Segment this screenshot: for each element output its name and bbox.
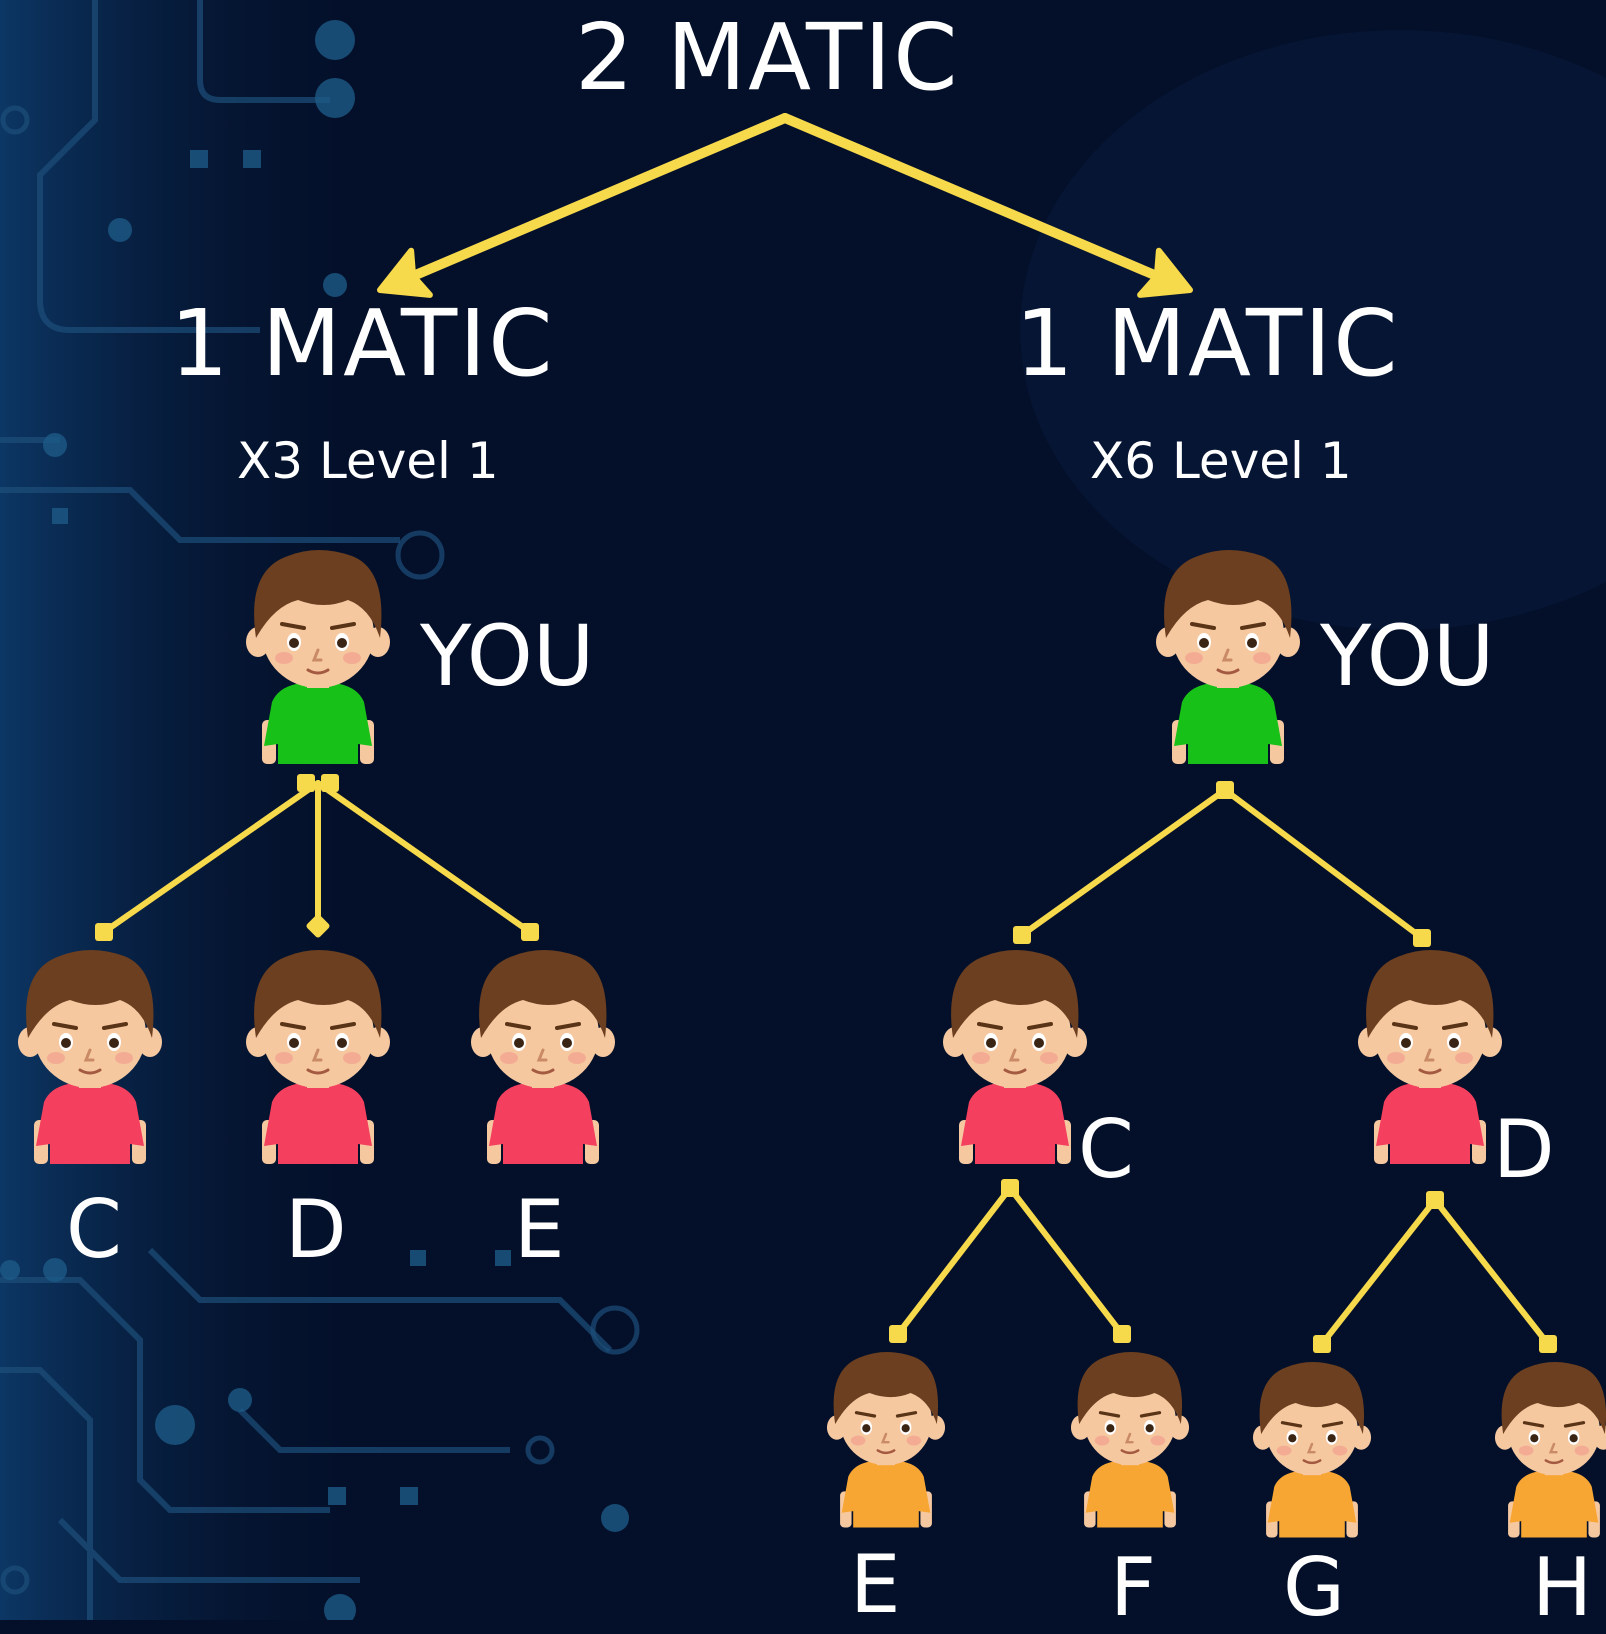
x6-child-label-d: D	[1493, 1103, 1555, 1196]
x3-you-label: YOU	[420, 607, 595, 705]
x6-grandchild-label-g: G	[1283, 1541, 1345, 1634]
x3-amount: 1 MATIC	[170, 290, 555, 397]
x3-child-label-d: D	[285, 1183, 347, 1276]
x6-connector-h	[1432, 1197, 1551, 1347]
arrow-left-shaft	[387, 113, 790, 290]
x6-grandchild-g-avatar-icon	[1252, 1362, 1372, 1538]
x6-child-d-avatar-icon	[1358, 950, 1502, 1164]
x3-child-label-e: E	[514, 1183, 565, 1276]
x6-grandchild-e-avatar-icon	[826, 1352, 946, 1528]
x3-child-c-avatar-icon	[18, 950, 162, 1164]
x6-connector-e	[895, 1185, 1013, 1337]
x6-child-c-avatar-icon	[943, 950, 1087, 1164]
x3-child-e-avatar-icon	[471, 950, 615, 1164]
arrow-right-shaft	[780, 113, 1183, 290]
x6-you-label: YOU	[1320, 607, 1495, 705]
x6-program-label: X6 Level 1	[1090, 432, 1352, 490]
x3-program-label: X3 Level 1	[237, 432, 499, 490]
x6-grandchild-h-avatar-icon	[1494, 1362, 1606, 1538]
total-amount: 2 MATIC	[575, 4, 960, 111]
x6-amount: 1 MATIC	[1015, 290, 1400, 397]
x3-connector-node	[297, 774, 315, 792]
x6-you-avatar-icon	[1156, 550, 1300, 764]
x6-grandchild-label-h: H	[1532, 1541, 1593, 1634]
x6-connector-cap-c	[1013, 926, 1031, 944]
x6-connector-cap-g	[1313, 1335, 1331, 1353]
x3-you-avatar-icon	[246, 550, 390, 764]
x3-connector-node-2	[321, 774, 339, 792]
x6-connector-cap-f	[1113, 1325, 1131, 1343]
x6-connector-cap-e	[889, 1325, 907, 1343]
x3-connector-cap-c	[95, 923, 113, 941]
x6-connector-g	[1319, 1197, 1438, 1347]
x3-child-label-c: C	[66, 1183, 122, 1276]
x6-connector-node-d	[1426, 1191, 1444, 1209]
x6-connector-node	[1216, 781, 1234, 799]
arrow-right-head	[1137, 247, 1193, 298]
x6-connector-d	[1222, 787, 1425, 941]
x6-connector-c	[1019, 787, 1228, 938]
x6-connector-node-c	[1001, 1179, 1019, 1197]
x3-connector-cap-e	[521, 923, 539, 941]
x6-grandchild-label-e: E	[850, 1538, 901, 1631]
x6-connector-f	[1007, 1185, 1125, 1337]
x6-connector-cap-h	[1539, 1335, 1557, 1353]
x6-connector-cap-d	[1413, 929, 1431, 947]
x3-connector-c	[101, 780, 321, 935]
x6-grandchild-label-f: F	[1110, 1541, 1157, 1634]
x6-grandchild-f-avatar-icon	[1070, 1352, 1190, 1528]
x6-child-label-c: C	[1078, 1103, 1134, 1196]
x3-connector-cap-d	[306, 914, 330, 938]
arrow-left-head	[377, 247, 433, 298]
x3-connector-e	[315, 780, 533, 935]
x3-child-d-avatar-icon	[246, 950, 390, 1164]
